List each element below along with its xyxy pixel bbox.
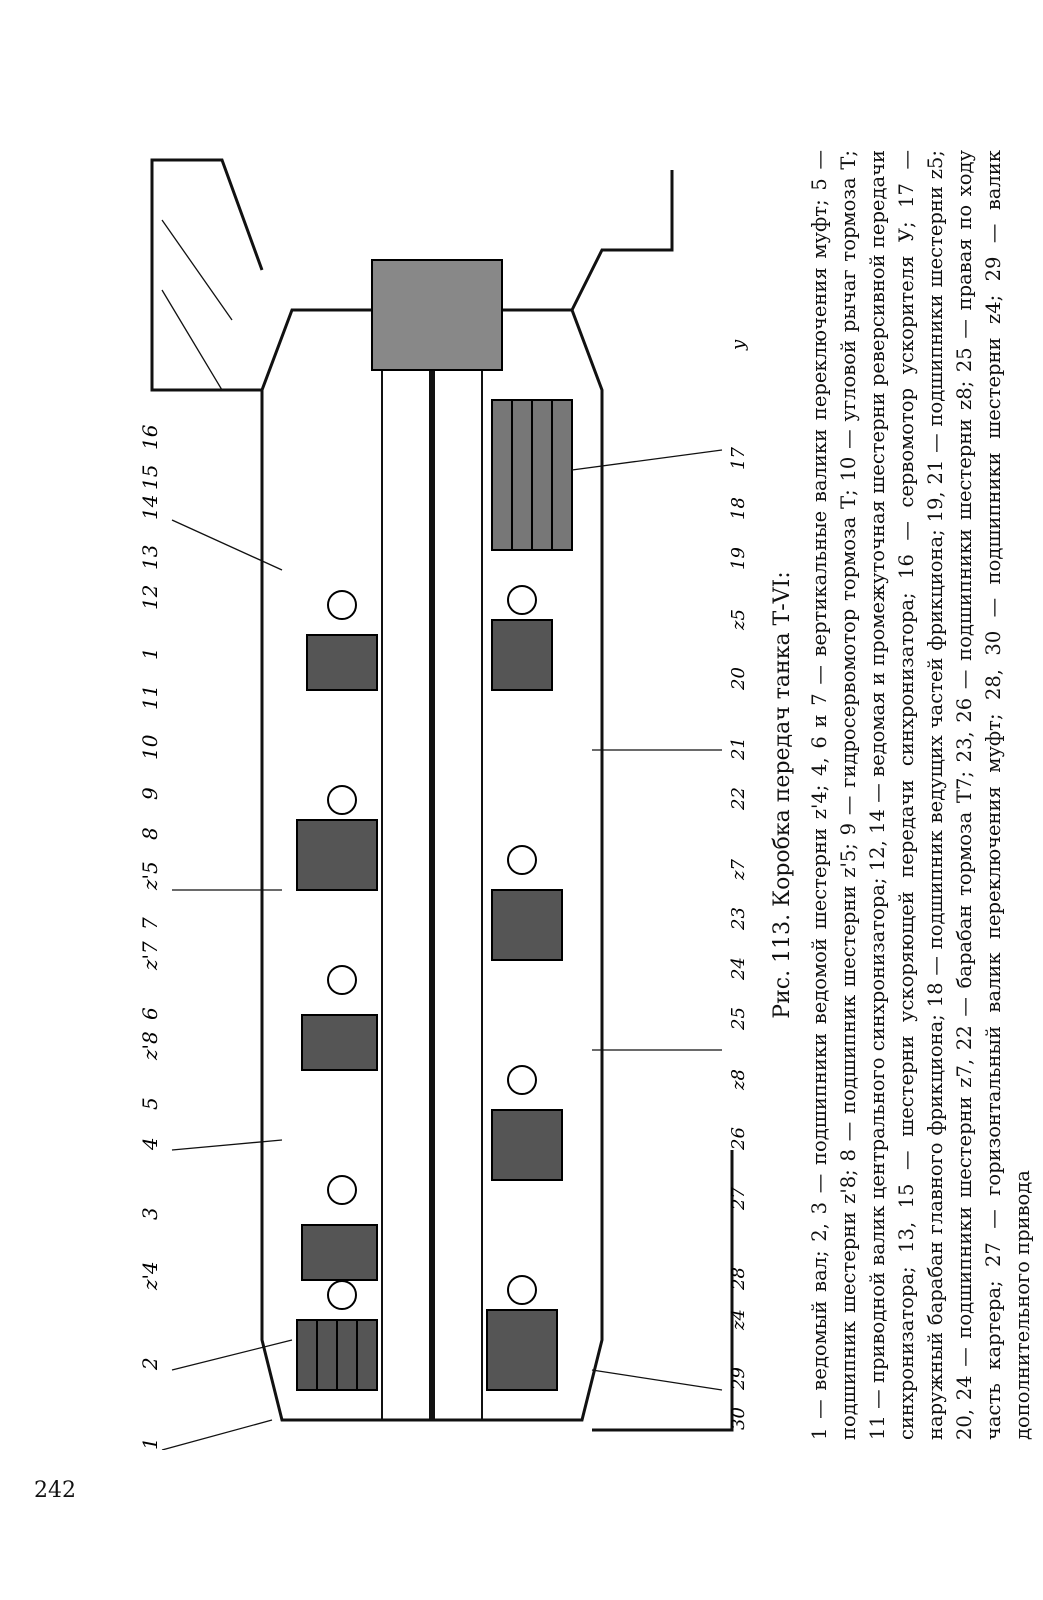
callout-label: 10 — [138, 734, 162, 760]
callout-label: 27 — [728, 1187, 749, 1211]
callout-label: z'4 — [138, 1261, 162, 1291]
callout-label: z8 — [728, 1069, 749, 1091]
callout-label: 19 — [728, 547, 749, 570]
callout-label: 12 — [138, 585, 162, 610]
callout-label: z'5 — [138, 861, 162, 891]
callout-label: 5 — [138, 1097, 162, 1110]
callout-label: 30 — [728, 1407, 749, 1430]
callout-label: z7 — [728, 859, 749, 881]
callout-label: 21 — [728, 737, 749, 761]
callout-label: 6 — [138, 1007, 162, 1020]
callout-label: z'7 — [138, 941, 162, 971]
page-number: 242 — [34, 1478, 76, 1503]
callout-label: z5 — [728, 609, 749, 631]
callout-label: 22 — [728, 787, 749, 811]
callout-label: 4 — [138, 1137, 162, 1151]
callout-label: 1 — [138, 647, 162, 660]
callout-label: 28 — [728, 1267, 749, 1291]
callout-label: z'8 — [138, 1031, 162, 1061]
callout-label: 3 — [138, 1207, 162, 1220]
figure-caption: Рис. 113. Коробка передач танка Т-VI: 1 … — [770, 150, 1037, 1440]
callout-label: 26 — [728, 1127, 749, 1151]
callout-label: 8 — [138, 827, 162, 840]
callout-label: 7 — [138, 917, 162, 930]
callout-label: 29 — [728, 1367, 749, 1391]
callout-label: z4 — [728, 1309, 749, 1331]
callout-label: 15 — [138, 465, 162, 490]
callout-label: 17 — [728, 447, 749, 470]
callout-label: 2 — [138, 1357, 162, 1371]
callout-label: 25 — [728, 1007, 749, 1031]
callout-label: 13 — [138, 545, 162, 570]
callout-label: 23 — [728, 907, 749, 931]
callout-label: y — [728, 339, 749, 351]
callout-label: 1 — [138, 1437, 162, 1450]
callout-label: 11 — [138, 685, 162, 710]
callout-label: 9 — [138, 787, 162, 800]
callout-label: 18 — [728, 497, 749, 520]
callout-label: 14 — [138, 495, 162, 520]
callout-label: 16 — [138, 424, 162, 450]
gearbox-cross-section: 12z'4345z'86z'77z'5891011112131415163029… — [138, 158, 749, 1451]
callout-label: 24 — [728, 957, 749, 981]
figure-title: Рис. 113. Коробка передач танка Т-VI: — [770, 571, 795, 1019]
callout-label: 20 — [728, 667, 749, 691]
figure-legend: 1 — ведомый вал; 2, 3 — подшипники ведом… — [808, 150, 1034, 1440]
